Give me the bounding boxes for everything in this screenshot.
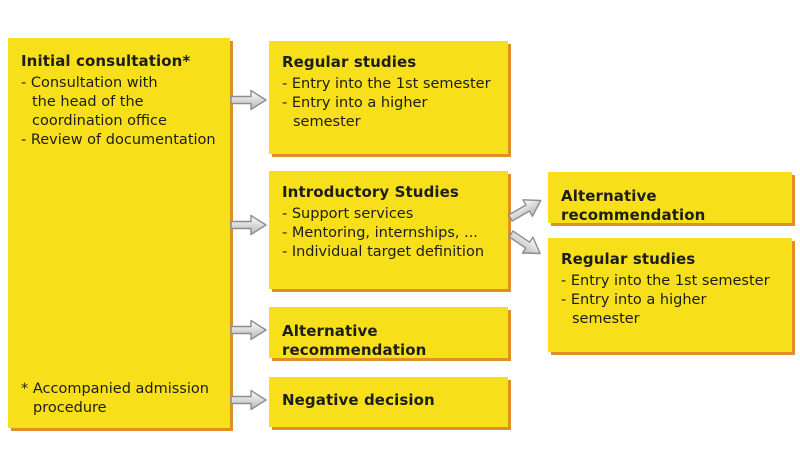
block-arrow-right-icon (230, 214, 267, 236)
bullet-item: - Review of documentation (21, 132, 216, 148)
block-arrow-down-right-icon (508, 230, 541, 255)
block-arrow-right-icon (230, 389, 267, 411)
box-title: Alternative recommendation (282, 322, 427, 359)
bullet-item: - Consultation with the head of the coor… (21, 75, 167, 129)
block-arrow-right-icon (230, 319, 267, 341)
box-title: Regular studies (282, 53, 417, 71)
box-negative-decision: Negative decision (269, 377, 508, 427)
arrow-initial-to-introductory-studies (230, 213, 268, 237)
arrow-initial-to-negative-decision (230, 388, 268, 412)
box-title: Initial consultation* (21, 52, 191, 70)
block-arrow-up-right-icon (507, 199, 542, 222)
arrow-initial-to-alternative-recommendation (230, 318, 268, 342)
bullet-item: - Entry into a higher semester (282, 95, 428, 130)
box-initial-consultation: Initial consultation* - Consultation wit… (8, 38, 230, 428)
box-alternative-recommendation-right: Alternative recommendation (548, 172, 792, 224)
bullet-item: - Mentoring, internships, ... (282, 225, 478, 241)
arrow-initial-to-regular-studies (230, 88, 268, 112)
footnote-accompanied-admission: * Accompanied admission procedure (21, 381, 209, 416)
bullet-item: - Entry into the 1st semester (561, 273, 770, 289)
box-title: Alternative recommendation (561, 187, 706, 224)
box-regular-studies-top: Regular studies - Entry into the 1st sem… (269, 41, 508, 154)
box-title: Negative decision (282, 391, 435, 409)
bullet-item: - Entry into a higher semester (561, 292, 707, 327)
box-title: Introductory Studies (282, 183, 459, 201)
block-arrow-right-icon (230, 89, 267, 111)
bullet-item: - Support services (282, 206, 414, 222)
bullet-item: - Individual target definition (282, 244, 485, 260)
box-title: Regular studies (561, 250, 696, 268)
arrow-introductory-to-alternative-recommendation (504, 189, 549, 229)
arrow-introductory-to-regular-studies (504, 223, 549, 264)
bullet-item: - Entry into the 1st semester (282, 76, 491, 92)
box-alternative-recommendation-mid: Alternative recommendation (269, 307, 508, 359)
box-regular-studies-right: Regular studies - Entry into the 1st sem… (548, 238, 792, 352)
box-introductory-studies: Introductory Studies - Support services … (269, 171, 508, 289)
